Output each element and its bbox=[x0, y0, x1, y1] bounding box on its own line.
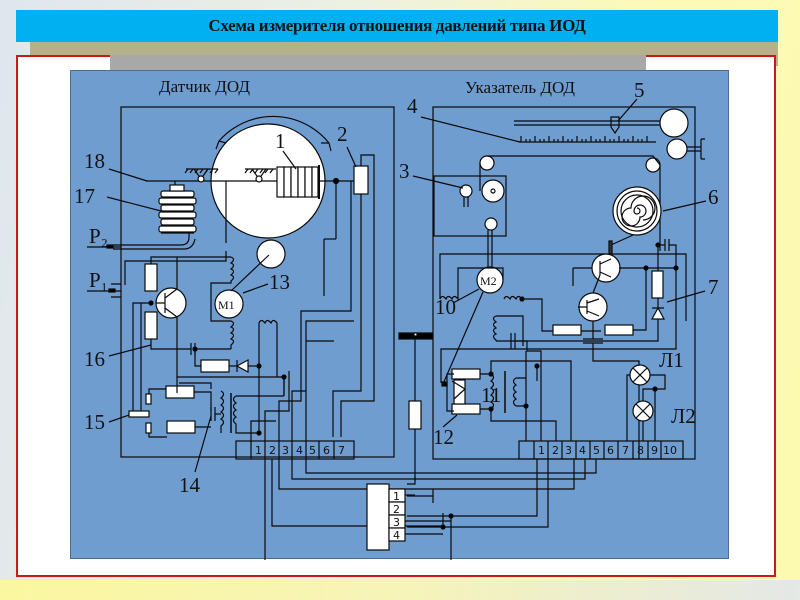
callout-2: 2 bbox=[337, 122, 348, 146]
callout-10: 10 bbox=[435, 295, 456, 319]
pointer-5 bbox=[610, 116, 620, 135]
terminal-pin: 3 bbox=[282, 444, 289, 457]
drum bbox=[481, 179, 505, 203]
lamp-l1-label: Л1 bbox=[659, 348, 684, 372]
terminal-pin: 10 bbox=[663, 444, 677, 457]
box-3 bbox=[433, 175, 507, 237]
callout-4: 4 bbox=[407, 94, 418, 118]
callouts: 1 2 3 4 5 6 7 10 11 12 13 14 15 16 17 18 bbox=[74, 78, 719, 497]
background-band bbox=[0, 580, 800, 600]
sensor-gear bbox=[256, 239, 286, 269]
terminal-pin: 2 bbox=[552, 444, 559, 457]
resistor bbox=[451, 403, 481, 415]
terminal-pin: 6 bbox=[607, 444, 614, 457]
terminal-pin: 4 bbox=[296, 444, 303, 457]
callout-11: 11 bbox=[481, 383, 501, 407]
sensor-enclosure bbox=[120, 106, 395, 458]
pressure-p2-label: P₂ bbox=[89, 224, 108, 248]
motor-m2-label: M2 bbox=[480, 274, 497, 288]
transistor bbox=[591, 253, 621, 283]
connector-body bbox=[366, 483, 390, 551]
callout-18: 18 bbox=[84, 149, 105, 173]
resistor bbox=[552, 324, 582, 336]
indicator-terminal-block: 1 2 3 4 5 6 7 8 9 10 bbox=[518, 440, 684, 460]
resistor bbox=[165, 385, 195, 399]
terminal-pin: 1 bbox=[255, 444, 262, 457]
terminal-pin: 5 bbox=[309, 444, 316, 457]
resistor bbox=[451, 368, 481, 380]
sensor-block: Датчик ДОД bbox=[87, 77, 395, 460]
connector-pin: 1 bbox=[393, 490, 400, 503]
slide-title: Схема измерителя отношения давлений типа… bbox=[208, 16, 586, 35]
bellows-17 bbox=[158, 184, 197, 234]
callout-14: 14 bbox=[179, 473, 201, 497]
callout-12: 12 bbox=[433, 425, 454, 449]
callout-13: 13 bbox=[269, 270, 290, 294]
terminal-pin: 2 bbox=[269, 444, 276, 457]
lamp-l2-label: Л2 bbox=[671, 404, 696, 428]
motor-m1-label: M1 bbox=[218, 298, 235, 312]
callout-5: 5 bbox=[634, 78, 645, 102]
callout-7: 7 bbox=[708, 275, 719, 299]
terminal-pin: 8 bbox=[637, 444, 644, 457]
terminal-pin: 5 bbox=[593, 444, 600, 457]
terminal-pin: 9 bbox=[651, 444, 658, 457]
schematic-diagram: Датчик ДОД bbox=[70, 70, 729, 560]
sensor-title: Датчик ДОД bbox=[159, 77, 250, 96]
pressure-p1-label: P₁ bbox=[89, 268, 108, 292]
resistor-7 bbox=[651, 270, 664, 299]
callout-6: 6 bbox=[708, 185, 719, 209]
terminal-pin: 3 bbox=[565, 444, 572, 457]
sensor-2 bbox=[353, 165, 369, 195]
connector-pin: 2 bbox=[393, 503, 400, 516]
callout-15: 15 bbox=[84, 410, 105, 434]
terminal-pin: 7 bbox=[622, 444, 629, 457]
resistor bbox=[200, 359, 230, 373]
resistor bbox=[144, 311, 158, 340]
title-bar: Схема измерителя отношения давлений типа… bbox=[16, 10, 778, 42]
callout-3: 3 bbox=[399, 159, 410, 183]
connector: 1 2 3 4 bbox=[366, 483, 406, 551]
resistor bbox=[604, 324, 634, 336]
callout-1: 1 bbox=[275, 129, 286, 153]
contact-15 bbox=[128, 410, 150, 418]
terminal-pin: 6 bbox=[323, 444, 330, 457]
potentiometer-12 bbox=[453, 379, 466, 405]
fuse bbox=[408, 400, 422, 430]
motor-m1 bbox=[214, 289, 244, 319]
indicator-block: Указатель ДОД M2 bbox=[432, 78, 705, 460]
lamp-l2 bbox=[632, 400, 654, 422]
connector-pin: 4 bbox=[393, 529, 400, 542]
pulley bbox=[659, 108, 689, 138]
resistor bbox=[166, 420, 196, 434]
resistor bbox=[144, 263, 158, 292]
lamp-l1 bbox=[629, 364, 651, 386]
sensor-terminal-block: 1 2 3 4 5 6 7 bbox=[235, 440, 355, 460]
bellows-1 bbox=[276, 165, 320, 199]
rotation-arrow-icon bbox=[218, 115, 330, 144]
callout-16: 16 bbox=[84, 347, 105, 371]
indicator-title: Указатель ДОД bbox=[465, 78, 575, 97]
callout-17: 17 bbox=[74, 184, 95, 208]
terminal-pin: 7 bbox=[338, 444, 345, 457]
gray-strip bbox=[110, 55, 646, 71]
terminal-pin: 4 bbox=[579, 444, 586, 457]
terminal-pin: 1 bbox=[538, 444, 545, 457]
spiral-spring-6 bbox=[612, 186, 662, 236]
connector-pin: 3 bbox=[393, 516, 400, 529]
pulley bbox=[666, 138, 688, 160]
